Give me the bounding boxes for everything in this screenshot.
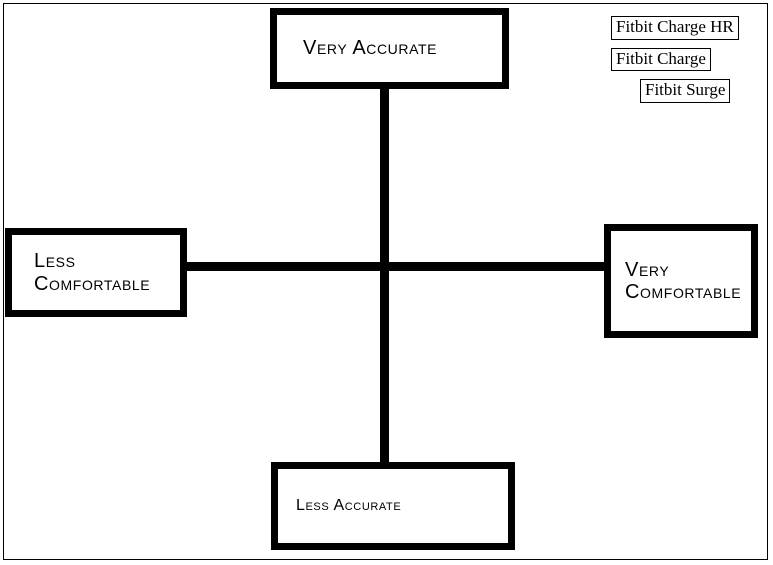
legend: Fitbit Charge HR Fitbit Charge Fitbit Su… xyxy=(600,16,765,111)
label-less-accurate: Less Accurate xyxy=(296,497,402,515)
horizontal-axis-line xyxy=(185,262,606,271)
legend-row: Fitbit Charge xyxy=(611,47,765,80)
label-very-accurate: Very Accurate xyxy=(303,37,438,60)
quadrant-box-very-comfortable: Very Comfortable xyxy=(604,224,758,338)
legend-item-fitbit-charge[interactable]: Fitbit Charge xyxy=(611,47,711,72)
legend-item-fitbit-charge-hr[interactable]: Fitbit Charge HR xyxy=(611,16,739,40)
legend-row: Fitbit Charge HR xyxy=(611,16,765,48)
legend-item-fitbit-surge[interactable]: Fitbit Surge xyxy=(640,79,731,104)
label-very-comfortable: Very Comfortable xyxy=(625,258,742,303)
label-less-comfortable: Less Comfortable xyxy=(34,250,151,295)
vertical-axis-line xyxy=(380,86,389,464)
quadrant-box-very-accurate: Very Accurate xyxy=(270,8,509,89)
legend-row: Fitbit Surge xyxy=(640,79,765,111)
quadrant-box-less-accurate: Less Accurate xyxy=(271,462,515,550)
page-border xyxy=(3,3,768,560)
quadrant-box-less-comfortable: Less Comfortable xyxy=(5,228,187,317)
